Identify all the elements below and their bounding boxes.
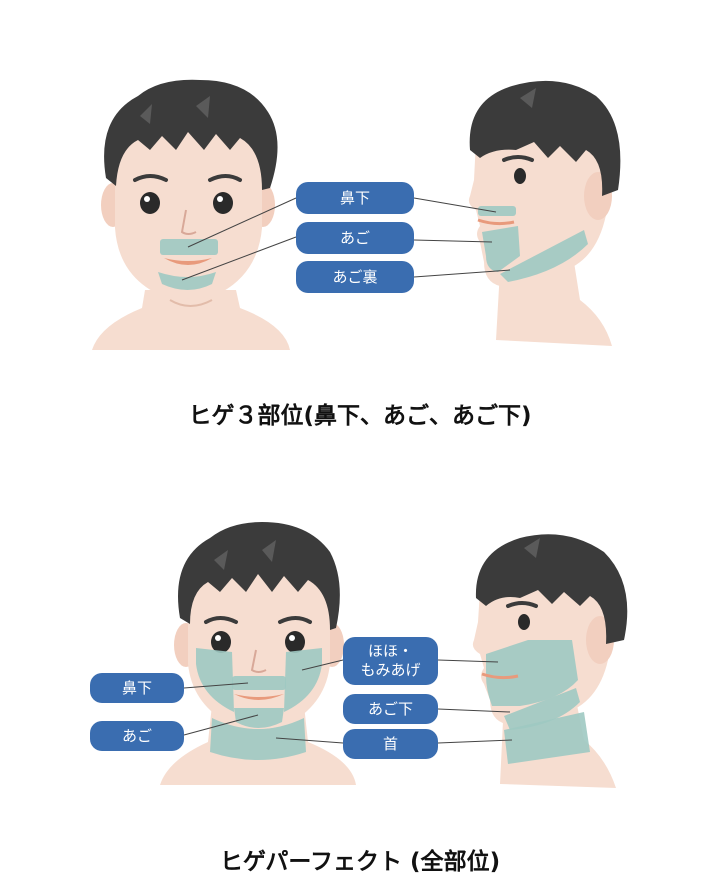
label-under-chin-2: あご下 <box>343 694 438 724</box>
label-chin-2: あご <box>90 721 184 751</box>
label-nose-under-2: 鼻下 <box>90 673 184 703</box>
mouth <box>164 258 212 265</box>
side-neck <box>496 262 612 346</box>
label-under-chin-1: あご裏 <box>296 261 414 293</box>
side-face-1 <box>468 80 621 346</box>
leader-lines-1 <box>181 197 511 281</box>
label-chin-1: あご <box>296 222 414 254</box>
brow-left <box>133 174 168 182</box>
side-mouth <box>477 218 515 226</box>
nose <box>180 209 197 235</box>
zone-side-under-chin <box>500 230 588 282</box>
front-face-2 <box>160 522 356 785</box>
front-face-1 <box>92 79 290 350</box>
caption-three-areas: ヒゲ３部位(鼻下、あご、あご下) <box>188 403 532 429</box>
side-brow <box>502 155 534 162</box>
side-eye <box>514 168 526 184</box>
zone-side-cheek <box>486 640 578 706</box>
label-neck: 首 <box>343 729 438 759</box>
zone-cheek-left <box>196 648 234 712</box>
zone-chin-2 <box>234 708 284 728</box>
zone-side-under-chin-2 <box>504 688 580 730</box>
brow-right <box>208 174 242 182</box>
label-cheek-line1: ほほ・ <box>367 642 413 661</box>
label-cheek-line2: もみあげ <box>360 661 421 679</box>
caption-perfect: ヒゲパーフェクト (全部位) <box>219 849 501 875</box>
face <box>115 102 262 299</box>
neck-shoulders <box>92 290 290 350</box>
zone-chin <box>158 272 216 290</box>
label-nose-under-1: 鼻下 <box>296 182 414 214</box>
side-hair <box>469 80 621 196</box>
side-face-2 <box>472 534 628 788</box>
leader-lines-2 <box>183 659 513 744</box>
eye-left <box>140 192 160 214</box>
label-cheek-sideburns: ほほ・ もみあげ <box>343 637 438 685</box>
zone-side-chin <box>482 226 520 272</box>
eye-right <box>213 192 233 214</box>
zone-side-neck <box>504 712 590 764</box>
hair-2 <box>178 522 340 630</box>
zone-neck <box>210 718 306 760</box>
zone-cheek-right <box>284 648 322 712</box>
zone-nose-under-2 <box>232 676 286 690</box>
zone-side-nose-under <box>478 206 516 216</box>
hair <box>104 79 278 190</box>
